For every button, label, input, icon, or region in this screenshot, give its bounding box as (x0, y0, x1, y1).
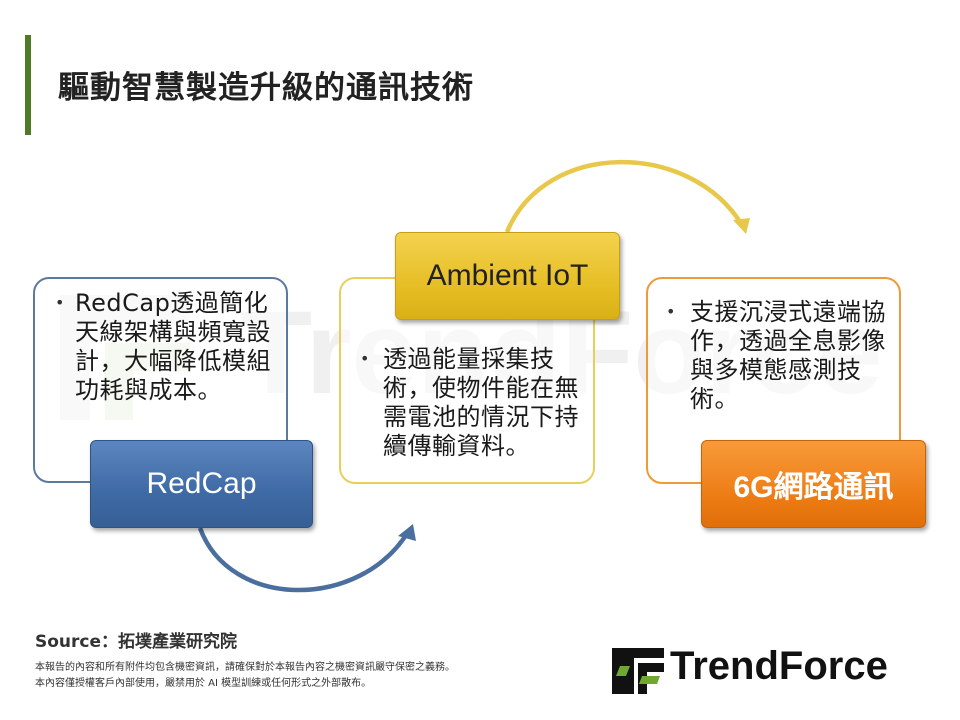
title-accent-bar (25, 35, 31, 135)
ambient-iot-description: 透過能量採集技術，使物件能在無需電池的情況下持續傳輸資料。 (383, 345, 579, 460)
page-title: 驅動智慧製造升級的通訊技術 (58, 70, 474, 106)
6g-description: 支援沉浸式遠端協作，透過全息影像與多模態感測技術。 (690, 298, 886, 413)
6g-label: 6G網路通訊 (701, 440, 926, 528)
bullet-icon: • (666, 302, 676, 321)
ambient-iot-label: Ambient IoT (395, 232, 620, 320)
bullet-icon: • (360, 349, 370, 368)
source-note: Source：拓墣產業研究院 (35, 632, 238, 652)
arrow-redcap-to-ambient (197, 527, 410, 593)
disclaimer-line-1: 本報告的內容和所有附件均包含機密資訊，請確保對於本報告內容之機密資訊嚴守保密之義… (35, 662, 455, 673)
redcap-label: RedCap (90, 440, 313, 528)
brand-name: TrendForce (670, 644, 888, 688)
arrow-ambient-to-6g (504, 159, 744, 233)
arrow-head-blue (398, 524, 416, 541)
redcap-description: RedCap透過簡化天線架構與頻寬設計，大幅降低模組功耗與成本。 (75, 289, 271, 404)
bullet-icon: • (55, 293, 65, 312)
disclaimer-line-2: 本內容僅授權客戶內部使用，嚴禁用於 AI 模型訓練或任何形式之外部散布。 (35, 678, 372, 689)
trendforce-logo-icon (612, 648, 664, 694)
arrow-head-yellow (733, 218, 750, 234)
